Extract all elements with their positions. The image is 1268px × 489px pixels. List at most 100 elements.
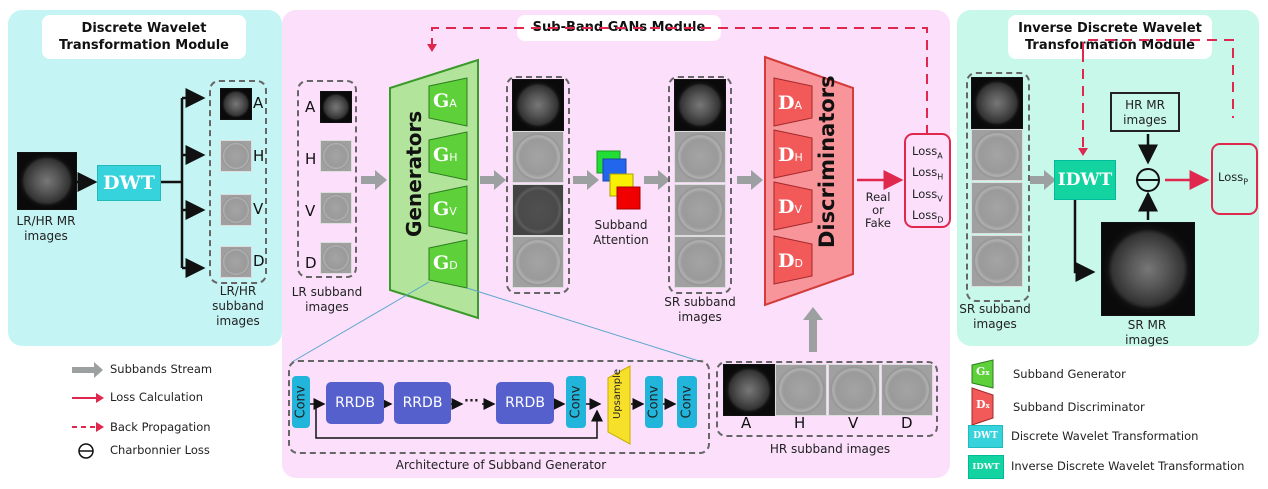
subband-letter-v: V xyxy=(253,200,264,218)
stream-arrow-gen-to-output xyxy=(480,170,506,190)
hr-subband-d xyxy=(881,364,933,416)
lr-subband-v xyxy=(320,192,352,224)
lr-subband-a xyxy=(320,91,352,123)
subband-image-v xyxy=(220,194,252,226)
gan-backprop-line xyxy=(431,27,928,135)
dwt-module-title: Discrete Wavelet Transformation Module xyxy=(42,15,246,59)
lr-subband-h xyxy=(320,140,352,172)
idwt-sr-subband-h xyxy=(971,129,1023,181)
legend-inverse-discrete-wavelet-transformation: Inverse Discrete Wavelet Transformation xyxy=(1011,459,1245,473)
legend-discriminator-glyph: Dx xyxy=(976,398,990,411)
lr-hr-subband-images-label: LR/HR subband images xyxy=(212,284,264,328)
hr-letter-d: D xyxy=(901,414,913,432)
subband-letter-a: A xyxy=(253,94,264,112)
skip-connection xyxy=(315,404,603,439)
discriminator-block-h: DH xyxy=(778,144,803,166)
gen-output-d xyxy=(512,236,564,288)
sr-mr-image xyxy=(1101,222,1195,316)
lr-hr-subband-group xyxy=(209,80,267,284)
stream-arrow-from-attention xyxy=(644,170,670,190)
stream-arrow-hr-to-disc xyxy=(803,307,823,352)
discriminator-block-a: DA xyxy=(778,92,803,114)
conv-block-2: Conv xyxy=(566,376,586,428)
hr-letter-a: A xyxy=(741,414,752,432)
lr-hr-mr-images-label: LR/HR MR images xyxy=(16,214,76,243)
sr-subband-d xyxy=(674,236,726,288)
rrdb-block-1: RRDB xyxy=(326,382,384,424)
idwt-backprop-arrowhead xyxy=(1078,148,1088,156)
generator-block-v: GV xyxy=(433,198,457,220)
sr-subband-v xyxy=(674,184,726,236)
legend-gray-arrow-icon xyxy=(72,362,103,378)
upsample-block: Upsample xyxy=(612,368,623,419)
generator-output-group xyxy=(506,76,570,294)
upsample-block-shape xyxy=(607,365,631,445)
lr-subband-images-label: LR subband images xyxy=(291,285,363,314)
loss-h: LossH xyxy=(912,165,944,182)
rrdb-block-n: RRDB xyxy=(496,382,554,424)
legend-loss-calculation: Loss Calculation xyxy=(110,390,204,404)
legend-generator-icon xyxy=(971,359,994,389)
conv-block-3: Conv xyxy=(645,376,663,428)
legend-dwt-icon: DWT xyxy=(968,425,1003,448)
hr-mr-images-box: HR MR images xyxy=(1110,92,1180,132)
loss-a: LossA xyxy=(912,144,943,161)
idwt-sr-subband-a xyxy=(971,77,1023,129)
legend-discriminator-icon xyxy=(971,387,994,426)
hr-subband-h xyxy=(775,364,827,416)
loss-p: LossP xyxy=(1218,170,1249,187)
stream-arrow-lr-to-gen xyxy=(361,170,387,190)
generator-architecture-group xyxy=(288,360,710,454)
lr-letter-v: V xyxy=(305,202,316,220)
gan-losses-box: LossA LossH LossV LossD xyxy=(904,133,951,228)
discriminator-block-v: DV xyxy=(778,196,803,218)
legend-subband-generator: Subband Generator xyxy=(1013,367,1126,381)
generator-block-a-shape xyxy=(428,77,468,127)
zoom-line-left xyxy=(291,281,430,363)
idwt-backprop-line xyxy=(1082,39,1234,118)
loss-v: LossV xyxy=(912,186,943,203)
zoom-line-right xyxy=(466,287,703,363)
subband-image-d xyxy=(220,246,252,278)
sr-subband-a xyxy=(674,79,726,131)
legend-discrete-wavelet-transformation: Discrete Wavelet Transformation xyxy=(1011,429,1199,443)
idwt-to-sr-arrow xyxy=(1073,198,1096,282)
generator-block-v-shape xyxy=(428,185,468,235)
generator-block-a: GA xyxy=(433,90,457,112)
sr-subband-h xyxy=(674,131,726,183)
generators-title: Generators xyxy=(402,110,426,237)
sr-mr-images-label: SR MR images xyxy=(1125,318,1169,347)
loss-d: LossD xyxy=(912,207,944,225)
discriminator-block-d-shape xyxy=(773,235,813,285)
gan-backprop-arrowhead xyxy=(427,44,437,52)
subband-image-h xyxy=(220,140,252,172)
lr-letter-h: H xyxy=(305,150,317,168)
idwt-block: IDWT xyxy=(1054,160,1116,200)
generator-block-d: GD xyxy=(433,252,458,274)
conv-block-1: Conv xyxy=(292,376,310,428)
idwt-sr-subband-d xyxy=(971,235,1023,287)
stream-arrow-to-disc xyxy=(737,170,763,190)
gen-output-a xyxy=(512,79,564,131)
conv-block-4: Conv xyxy=(677,376,697,428)
sr-subband-images-label: SR subband images xyxy=(664,295,736,324)
dwt-block: DWT xyxy=(97,165,161,201)
idwt-sr-subband-group xyxy=(966,72,1030,302)
lr-subband-d xyxy=(320,242,352,274)
lr-letter-a: A xyxy=(305,98,316,116)
stream-arrow-to-idwt xyxy=(1030,170,1056,190)
rrdb-block-2: RRDB xyxy=(394,382,451,424)
discriminator-block-d: DD xyxy=(778,250,803,272)
subband-image-a xyxy=(220,88,252,120)
lr-subband-group xyxy=(297,80,357,278)
generator-block-h-shape xyxy=(428,131,468,181)
lr-hr-mr-image xyxy=(17,152,77,210)
gen-output-h xyxy=(512,131,564,183)
subband-letter-d: D xyxy=(253,252,265,270)
discriminator-block-h-shape xyxy=(773,129,813,179)
subband-letter-h: H xyxy=(253,147,265,165)
idwt-module-title: Inverse Discrete Wavelet Transformation … xyxy=(1008,15,1212,59)
attention-square-red xyxy=(616,186,641,210)
discriminators-title: Discriminators xyxy=(815,75,839,248)
